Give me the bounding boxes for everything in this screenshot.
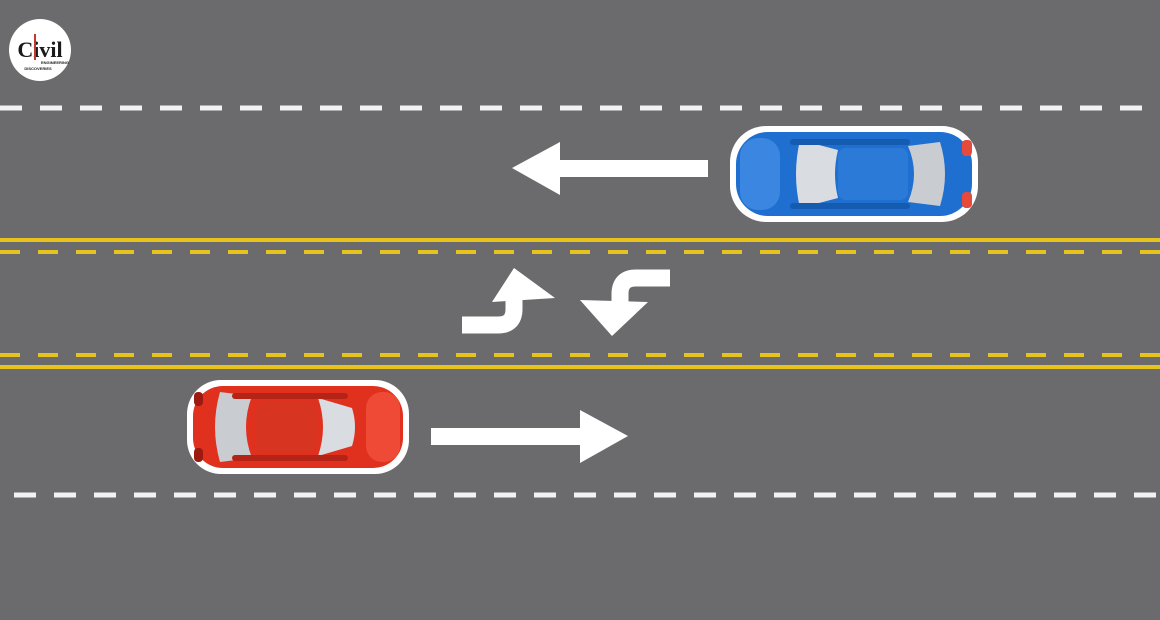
red-car: [187, 380, 409, 474]
arrow-right-icon: [431, 410, 628, 463]
turn-left-up-icon: [462, 268, 555, 334]
logo-main-text: Civil: [17, 37, 62, 62]
logo: Civil ENGINEERING DISCOVERIES: [9, 19, 71, 81]
logo-sub-text-1: ENGINEERING: [41, 60, 69, 65]
blue-car: [730, 126, 978, 222]
arrow-left-icon: [512, 142, 708, 195]
logo-sub-text-2: DISCOVERIES: [24, 66, 52, 71]
turn-left-down-icon: [580, 269, 670, 336]
